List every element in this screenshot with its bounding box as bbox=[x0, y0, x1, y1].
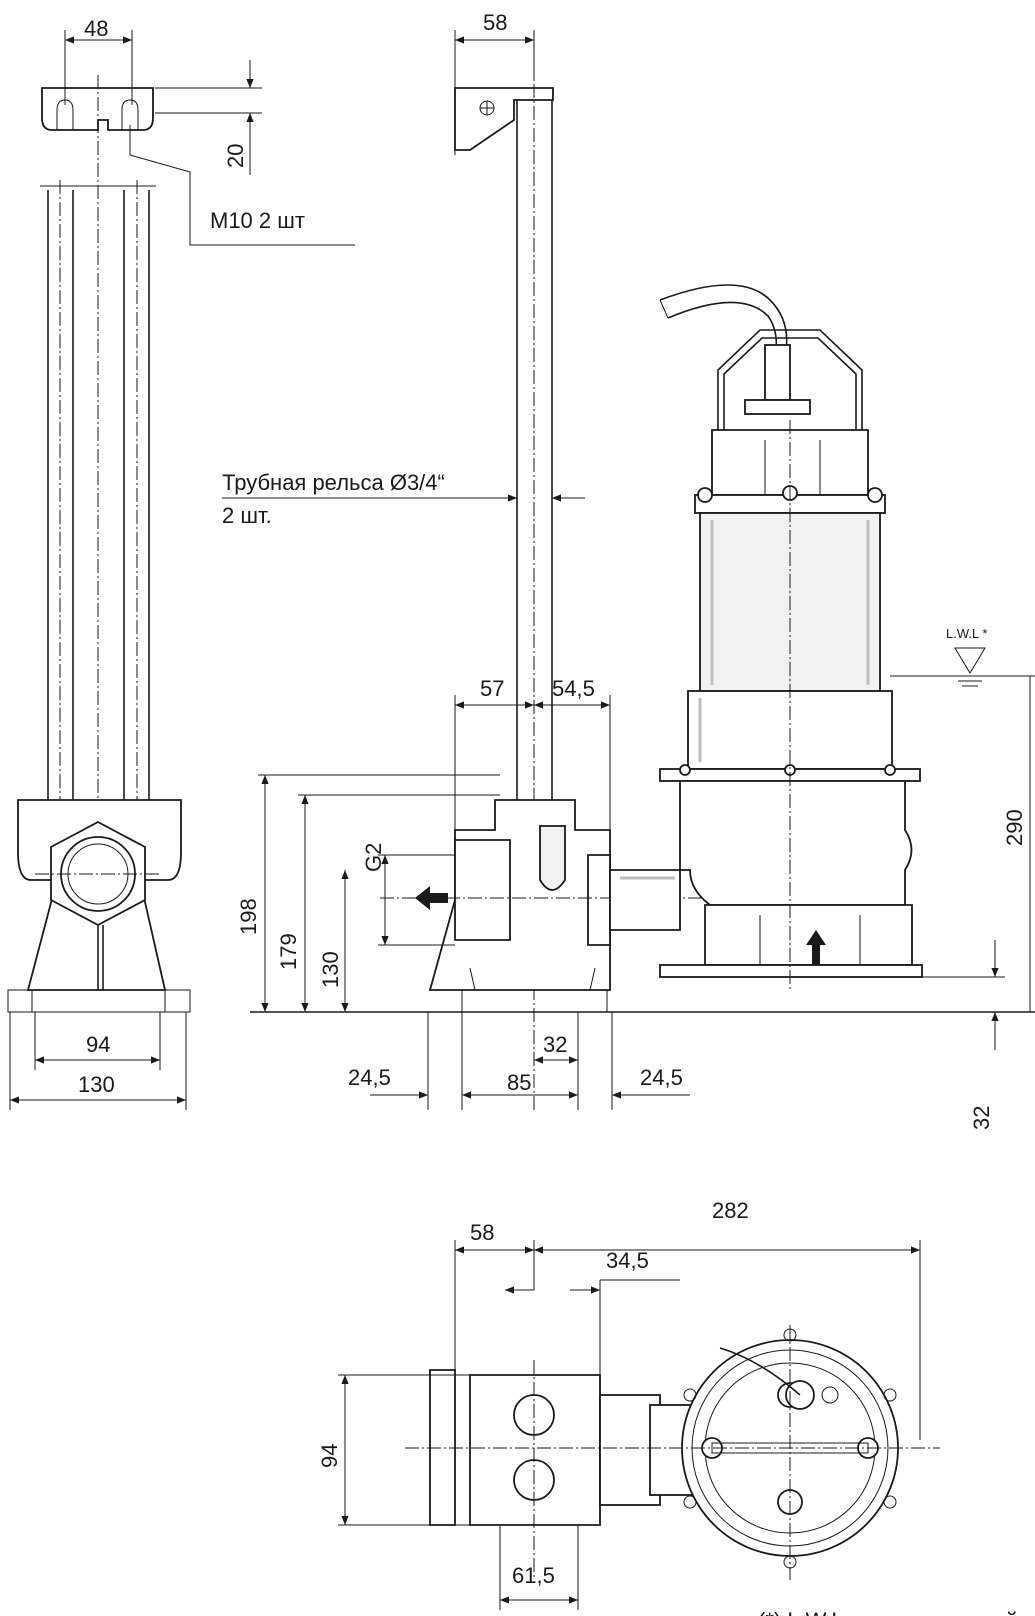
dim-290: 290 bbox=[1002, 809, 1027, 846]
footnote: (*) L.W.L. – минимальный bbox=[758, 1608, 1018, 1616]
dim-94-left: 94 bbox=[86, 1032, 110, 1057]
dim-48: 48 bbox=[84, 16, 108, 41]
dim-58-bottom: 58 bbox=[470, 1220, 494, 1245]
dim-130-horizontal: 130 bbox=[78, 1072, 115, 1097]
dim-34-5: 34,5 bbox=[606, 1248, 649, 1273]
dim-61-5: 61,5 bbox=[512, 1563, 555, 1588]
dim-32-right: 32 bbox=[969, 1106, 994, 1130]
dim-57: 57 bbox=[480, 676, 504, 701]
dim-g2: G2 bbox=[361, 843, 386, 872]
dim-32-small: 32 bbox=[543, 1032, 567, 1057]
plan-view bbox=[405, 1325, 940, 1580]
dim-54-5: 54,5 bbox=[552, 676, 595, 701]
dim-130-vertical: 130 bbox=[318, 951, 343, 988]
dimension-lines bbox=[9, 30, 1035, 1610]
dim-24-5-left: 24,5 bbox=[348, 1065, 391, 1090]
dim-198: 198 bbox=[236, 898, 261, 935]
dim-58-top: 58 bbox=[483, 10, 507, 35]
dimension-labels: 48 58 20 M10 2 шт Трубная рельса Ø3/4“ 2… bbox=[78, 10, 1027, 1616]
dim-179: 179 bbox=[276, 933, 301, 970]
rail-note-line2: 2 шт. bbox=[222, 503, 272, 528]
rail-note-line1: Трубная рельса Ø3/4“ bbox=[222, 470, 445, 495]
middle-side-view bbox=[380, 40, 830, 1110]
dim-20: 20 bbox=[223, 144, 248, 168]
dim-94-bottom: 94 bbox=[317, 1444, 342, 1468]
left-front-view bbox=[7, 75, 191, 1013]
bolt-note: M10 2 шт bbox=[210, 208, 305, 233]
dim-282: 282 bbox=[712, 1198, 749, 1223]
dim-24-5-right: 24,5 bbox=[640, 1065, 683, 1090]
lwl-label: L.W.L * bbox=[946, 626, 987, 641]
dim-85: 85 bbox=[507, 1070, 531, 1095]
pump-side-view bbox=[250, 284, 1035, 1013]
